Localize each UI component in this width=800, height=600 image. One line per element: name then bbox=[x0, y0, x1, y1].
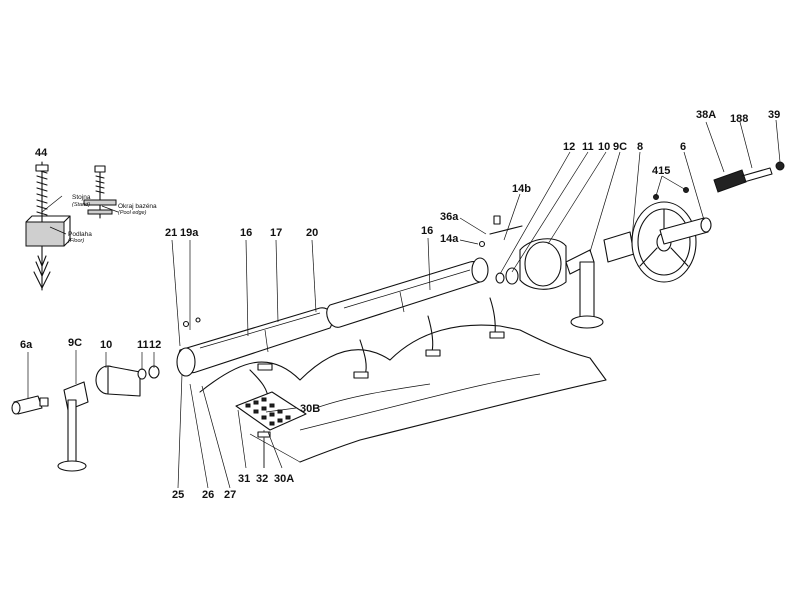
callout-188: 188 bbox=[730, 113, 748, 125]
callout-39: 39 bbox=[768, 109, 780, 121]
callout-21: 21 bbox=[165, 227, 177, 239]
callout-32: 32 bbox=[256, 473, 268, 485]
callout-19a: 19a bbox=[180, 227, 199, 239]
callout-14a: 14a bbox=[440, 233, 459, 245]
callout-6: 6 bbox=[680, 141, 686, 153]
note-stand: Stojna bbox=[72, 194, 91, 201]
callout-27: 27 bbox=[224, 489, 236, 501]
callout-6a: 6a bbox=[20, 339, 33, 351]
callout-14b: 14b bbox=[512, 183, 531, 195]
callout-9c-left: 9C bbox=[68, 337, 82, 349]
callout-31: 31 bbox=[238, 473, 250, 485]
pool-cover-sheet bbox=[199, 324, 607, 463]
callout-8: 8 bbox=[637, 141, 643, 153]
callout-12-top: 12 bbox=[563, 141, 575, 153]
callout-10-left: 10 bbox=[100, 339, 112, 351]
anchor-bolt-inset bbox=[25, 161, 119, 291]
note-pool-edge: Okraj bazéna bbox=[118, 203, 157, 210]
callout-25: 25 bbox=[172, 489, 184, 501]
note-floor-en: (Floor) bbox=[68, 238, 84, 244]
callout-44: 44 bbox=[35, 147, 48, 159]
note-stand-en: (Stand) bbox=[72, 202, 90, 208]
left-end-assembly bbox=[11, 365, 160, 472]
callout-16-right: 16 bbox=[421, 225, 433, 237]
hold-down-straps bbox=[249, 297, 505, 405]
callout-9c-top: 9C bbox=[613, 141, 627, 153]
callout-10-top: 10 bbox=[598, 141, 610, 153]
leader-lines bbox=[27, 119, 781, 489]
callout-36a: 36a bbox=[440, 211, 459, 223]
note-floor: Podlaha bbox=[68, 231, 92, 238]
callout-30a: 30A bbox=[274, 473, 294, 485]
callout-17: 17 bbox=[270, 227, 282, 239]
callout-38a: 38A bbox=[696, 109, 716, 121]
callout-11-top: 11 bbox=[582, 141, 594, 153]
callout-26: 26 bbox=[202, 489, 214, 501]
perforated-plate bbox=[235, 391, 307, 468]
roller-tube bbox=[176, 257, 489, 377]
note-pool-edge-en: (Pool edge) bbox=[118, 210, 147, 216]
small-parts bbox=[182, 215, 523, 328]
callout-30b: 30B bbox=[300, 403, 320, 415]
callout-20: 20 bbox=[306, 227, 318, 239]
callout-12-left: 12 bbox=[149, 339, 161, 351]
callout-415: 415 bbox=[652, 165, 670, 177]
right-end-assembly bbox=[495, 161, 785, 329]
callout-16-left: 16 bbox=[240, 227, 252, 239]
callout-11-left: 11 bbox=[137, 339, 149, 351]
